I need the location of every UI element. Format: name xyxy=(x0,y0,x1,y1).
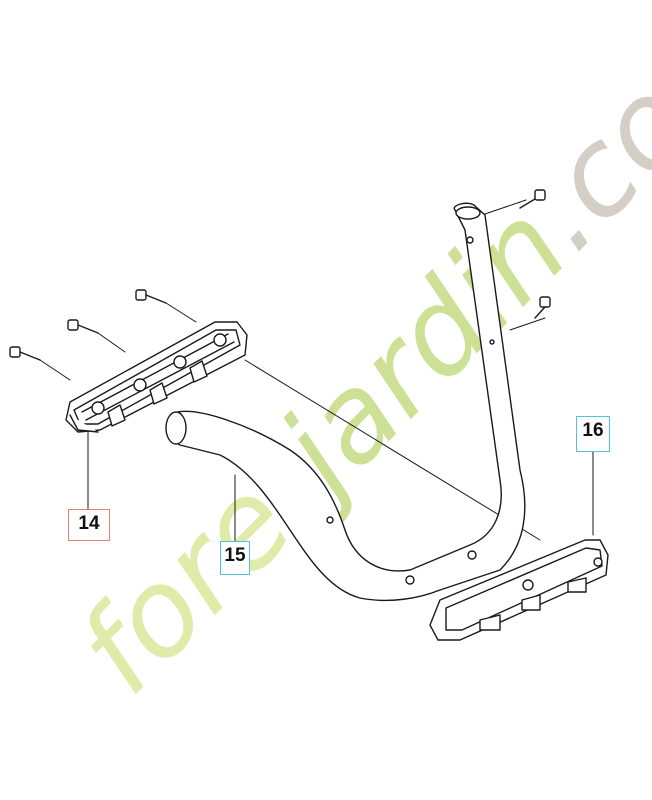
part-15-handle xyxy=(165,202,526,602)
part-14-bracket xyxy=(65,321,248,433)
screw-icon xyxy=(519,189,546,209)
leader-line-upper-screw xyxy=(509,317,546,331)
watermark-text: foretjardin.com xyxy=(52,0,652,721)
callout-15: 15 xyxy=(220,541,250,575)
screw-icon xyxy=(67,319,126,353)
callout-14: 14 xyxy=(68,509,110,541)
screw-icon xyxy=(135,289,197,323)
leader-lines xyxy=(87,199,594,542)
leader-line-bracket-to-handle xyxy=(244,359,541,541)
leader-line-top-screw xyxy=(481,199,527,216)
screw-icon xyxy=(534,296,551,319)
right-screws xyxy=(519,189,551,319)
watermark: foretjardin.com xyxy=(52,0,652,721)
part-16-bracket xyxy=(429,539,609,641)
screw-icon xyxy=(9,346,71,381)
callout-16: 16 xyxy=(576,416,610,452)
left-screws xyxy=(9,289,197,381)
